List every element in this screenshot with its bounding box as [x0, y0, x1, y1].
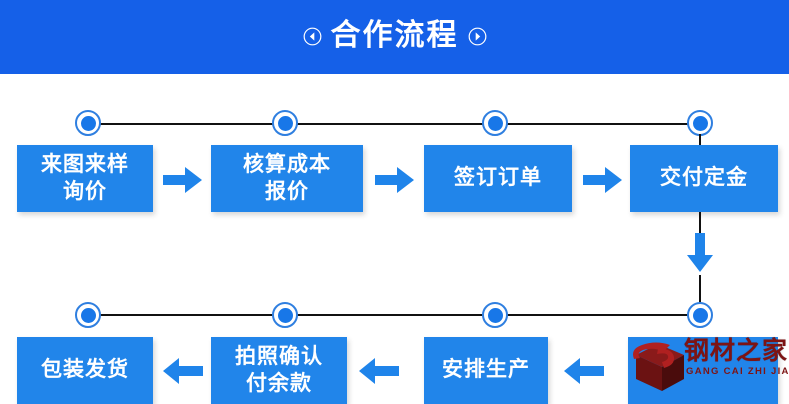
circled-chevron-right-icon	[468, 27, 487, 46]
circled-chevron-left-icon	[303, 27, 322, 46]
flow-box-step-1[interactable]: 来图来样 询价	[17, 145, 153, 212]
node-step-2	[272, 110, 298, 136]
node-step-5	[687, 302, 713, 328]
arrow-right-1-to-2	[163, 165, 203, 200]
node-step-6	[482, 302, 508, 328]
flow-box-step-7[interactable]: 拍照确认 付余款	[211, 337, 347, 404]
flow-box-label: 签订订单	[454, 166, 542, 190]
flow-box-step-2[interactable]: 核算成本 报价	[211, 145, 363, 212]
arrow-right-3-to-4	[583, 165, 623, 200]
flow-box-step-8[interactable]: 包装发货	[17, 337, 153, 404]
node-4-drop-stem	[699, 134, 702, 150]
bottom-rail-line	[88, 314, 701, 316]
flow-box-label: 包装发货	[41, 358, 129, 382]
arrow-left-6-to-7	[357, 356, 399, 391]
page-header: 合作流程	[0, 0, 789, 74]
node-step-7	[272, 302, 298, 328]
flow-box-label: 交付定金	[660, 166, 748, 190]
right-column-connector-line	[699, 212, 702, 238]
arrow-down-4-to-5	[685, 233, 715, 278]
right-column-connector-line-lower	[699, 275, 702, 303]
page-title: 合作流程	[330, 19, 459, 52]
flow-box-step-5[interactable]	[628, 337, 778, 404]
arrow-left-7-to-8	[161, 356, 203, 391]
node-step-3	[482, 110, 508, 136]
node-step-1	[75, 110, 101, 136]
flow-box-step-3[interactable]: 签订订单	[424, 145, 572, 212]
header-title-group: 合作流程	[303, 21, 487, 51]
flow-box-label: 来图来样 询价	[41, 152, 129, 203]
arrow-right-2-to-3	[375, 165, 415, 200]
arrow-left-5-to-6	[562, 356, 604, 391]
node-step-8	[75, 302, 101, 328]
flow-box-label: 安排生产	[442, 358, 530, 382]
flow-box-step-4[interactable]: 交付定金	[630, 145, 778, 212]
flow-box-step-6[interactable]: 安排生产	[424, 337, 548, 404]
node-step-4	[687, 110, 713, 136]
top-rail-line	[88, 123, 701, 125]
flow-box-label: 拍照确认 付余款	[235, 344, 323, 395]
flow-box-label: 核算成本 报价	[243, 152, 331, 203]
